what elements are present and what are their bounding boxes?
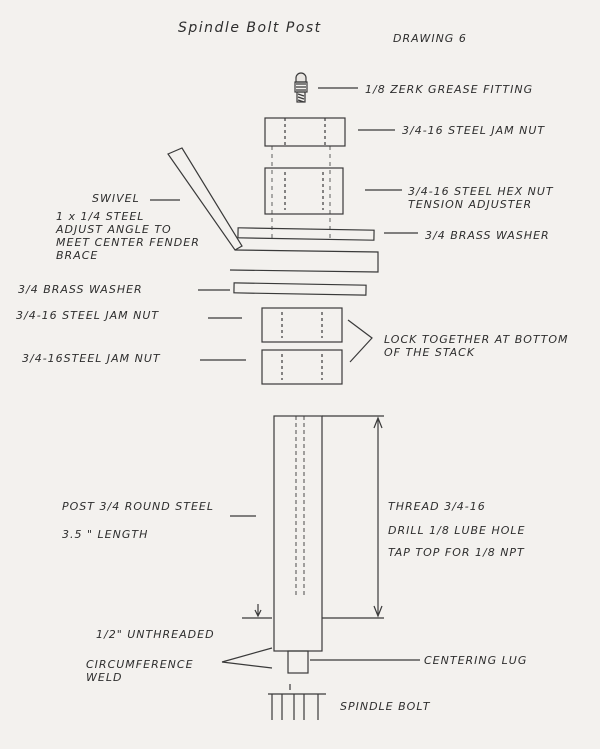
jam-nut-1-hidden-lines <box>281 312 323 338</box>
top-jam-nut-hidden-lines <box>284 118 326 146</box>
label-jam-nut-1: 3/4-16 STEEL JAM NUT <box>16 309 160 322</box>
lube-hole-hidden-lines <box>295 416 305 598</box>
label-drill: DRILL 1/8 LUBE HOLE <box>388 524 526 537</box>
jam-nut-1 <box>261 307 343 343</box>
spindle-bolt <box>268 693 326 720</box>
centering-lug <box>287 650 309 674</box>
label-lock-note: LOCK TOGETHER AT BOTTOM OF THE STACK <box>384 333 569 359</box>
lock-bracket-leader <box>347 319 373 363</box>
label-jam-nut-2: 3/4-16STEEL JAM NUT <box>22 352 161 365</box>
thread-dimension-arrows <box>373 416 383 618</box>
label-top-jam-nut: 3/4-16 STEEL JAM NUT <box>402 124 546 137</box>
label-swivel-note: 1 x 1/4 STEEL ADJUST ANGLE TO MEET CENTE… <box>56 210 200 262</box>
jam-nut-2-hidden-lines <box>281 354 323 380</box>
label-brass-washer-right: 3/4 BRASS WASHER <box>425 229 550 242</box>
weld-leaders <box>221 647 273 669</box>
lower-brass-washer <box>233 282 367 296</box>
label-swivel: SWIVEL <box>92 192 140 205</box>
top-jam-nut <box>264 117 346 147</box>
label-hex-nut: 3/4-16 STEEL HEX NUT TENSION ADJUSTER <box>408 185 554 211</box>
hex-nut-hidden-lines <box>284 172 324 210</box>
drawing-title: Spindle Bolt Post <box>178 20 322 36</box>
label-tap: TAP TOP FOR 1/8 NPT <box>388 546 525 559</box>
hidden-thread-lines <box>271 146 331 240</box>
label-zerk-fitting: 1/8 ZERK GREASE FITTING <box>365 83 534 96</box>
label-brass-washer-left: 3/4 BRASS WASHER <box>18 283 143 296</box>
swivel-arm <box>167 147 243 251</box>
label-unthreaded: 1/2" UNTHREADED <box>96 628 215 641</box>
label-post-length: 3.5 " LENGTH <box>62 528 149 541</box>
label-weld: CIRCUMFERENCE WELD <box>86 658 194 684</box>
jam-nut-2 <box>261 349 343 385</box>
hex-nut <box>264 167 344 215</box>
swivel-bar <box>229 249 379 273</box>
zerk-fitting-icon <box>294 72 308 103</box>
unthreaded-arrow <box>254 604 262 618</box>
label-thread: THREAD 3/4-16 <box>388 500 486 513</box>
label-centering-lug: CENTERING LUG <box>424 654 528 667</box>
drawing-number: DRAWING 6 <box>393 32 467 45</box>
label-post: POST 3/4 ROUND STEEL <box>62 500 214 513</box>
top-brass-washer <box>237 227 375 241</box>
label-spindle-bolt: SPINDLE BOLT <box>340 700 431 713</box>
post <box>273 415 323 652</box>
